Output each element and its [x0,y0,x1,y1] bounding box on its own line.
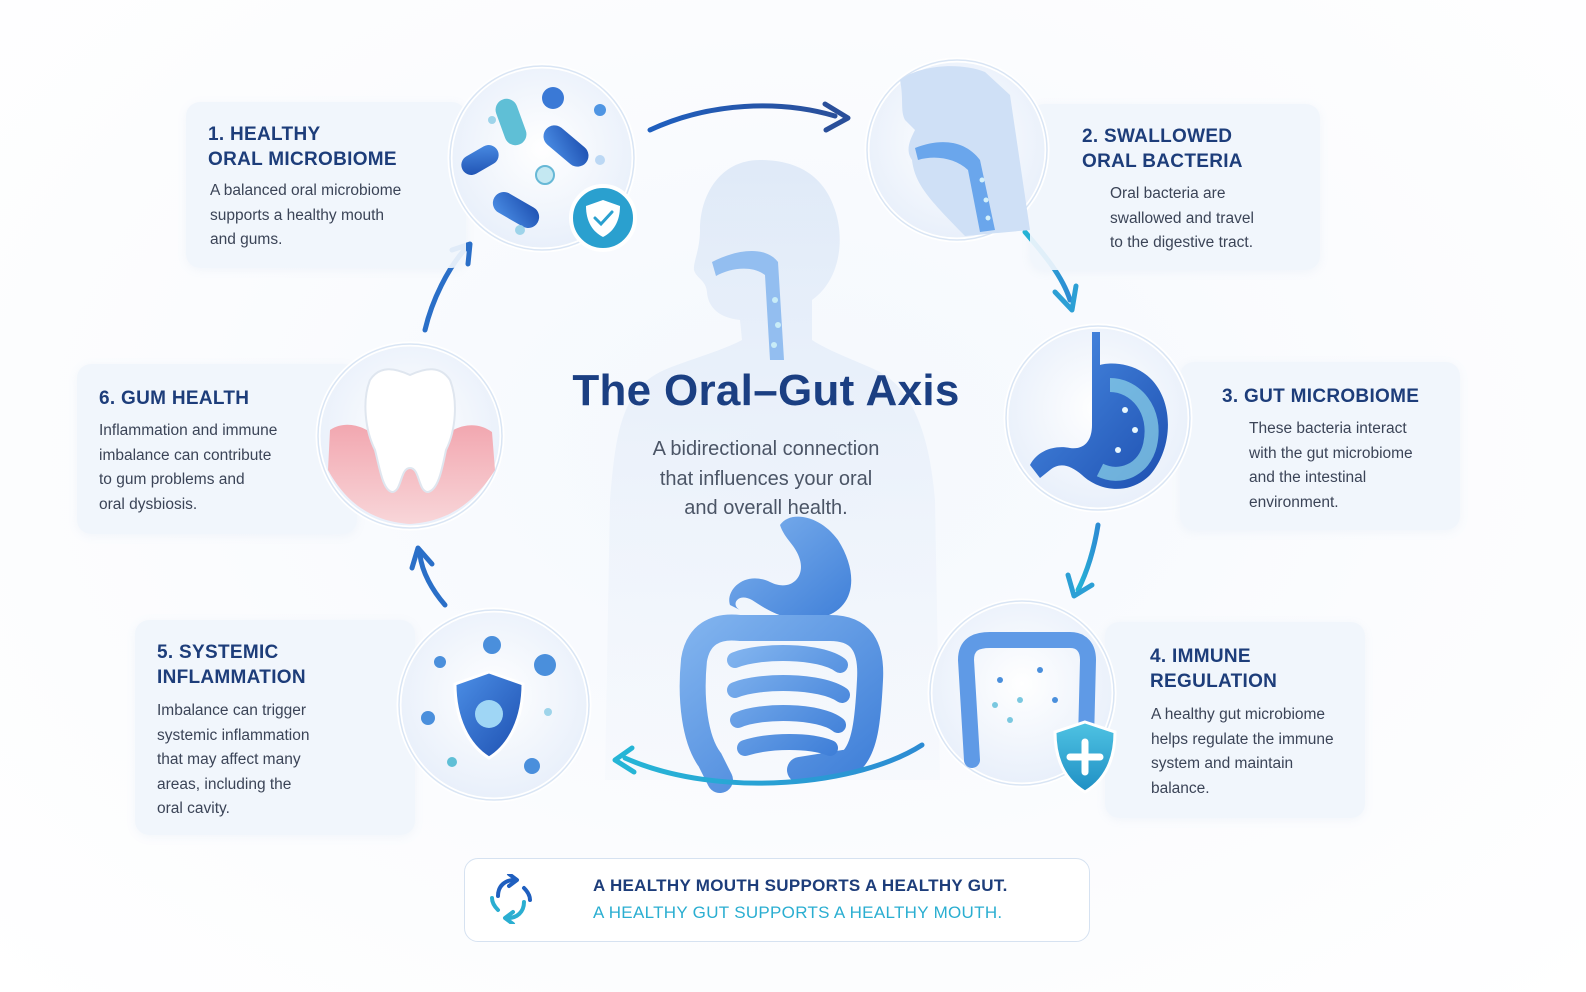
step-title: 5. SYSTEMIC INFLAMMATION [157,642,306,688]
step-title: 2. SWALLOWED ORAL BACTERIA [1082,126,1243,172]
step-description: A balanced oral microbiome supports a he… [210,182,402,248]
step-5-card: 5. SYSTEMIC INFLAMMATION Imbalance can t… [135,620,415,835]
footer-banner: A HEALTHY MOUTH SUPPORTS A HEALTHY GUT. … [464,858,1090,942]
step-2-card: 2. SWALLOWED ORAL BACTERIA Oral bacteria… [1030,104,1320,270]
cycle-arrows-icon [490,874,532,924]
immune-shield-icon [396,607,592,803]
step-description: Oral bacteria are swallowed and travel t… [1110,185,1254,251]
tooth-gum-icon [315,341,505,531]
step-description: A healthy gut microbiome helps regulate … [1151,706,1334,797]
central-stomach [729,516,852,620]
throat-esophagus-icon [864,57,1050,243]
intestine-shield-icon [927,598,1117,794]
arrow-5-to-6 [417,552,448,608]
arrow-1-to-2 [647,103,838,133]
footer-line-2: A HEALTHY GUT SUPPORTS A HEALTHY MOUTH. [593,903,1003,922]
step-title: 4. IMMUNE REGULATION [1150,646,1278,692]
step-1-card: 1. HEALTHY ORAL MICROBIOME A balanced or… [186,102,466,268]
page-subtitle: A bidirectional connection that influenc… [652,438,880,519]
stomach-icon [1003,323,1193,513]
esophagus [712,251,784,360]
step-description: These bacteria interact with the gut mic… [1249,420,1413,511]
step-title: 6. GUM HEALTH [99,388,250,409]
arrow-3-to-4 [1075,522,1101,593]
step-description: Imbalance can trigger systemic inflammat… [157,702,310,817]
page-title: The Oral–Gut Axis [572,366,960,415]
arrow-4-to-5 [622,742,925,786]
step-title: 3. GUT MICROBIOME [1222,386,1420,407]
step-description: Inflammation and immune imbalance can co… [99,422,278,513]
footer-line-1: A HEALTHY MOUTH SUPPORTS A HEALTHY GUT. [593,876,1008,895]
step-6-card: 6. GUM HEALTH Inflammation and immune im… [77,364,357,534]
step-3-card: 3. GUT MICROBIOME These bacteria interac… [1180,362,1460,530]
step-title: 1. HEALTHY ORAL MICROBIOME [208,124,397,170]
oral-bacteria-shield-icon [447,63,637,253]
step-4-card: 4. IMMUNE REGULATION A healthy gut micro… [1105,622,1365,818]
